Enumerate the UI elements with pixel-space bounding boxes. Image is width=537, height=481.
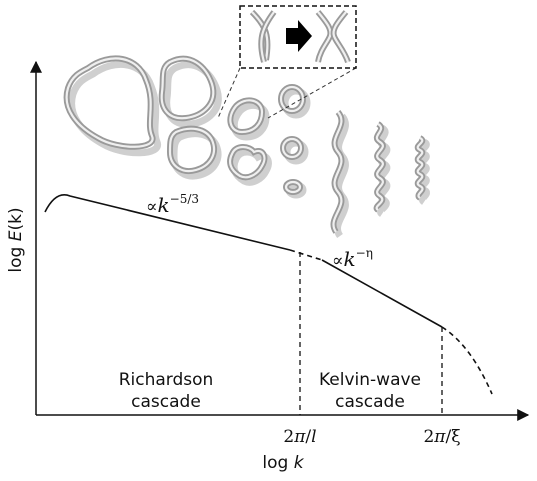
kelvin-wave-vortex-line [414,135,431,205]
richardson-region-label-line2: cascade [131,392,201,412]
kelvin-wave-vortex-line [330,110,349,239]
zoom-guide-line [267,67,357,119]
zoom-guide-line [217,67,241,119]
small-vortex-ring [283,179,307,199]
dissipation-dashed-tail [441,326,493,395]
kelvin-spectrum-curve [321,259,443,328]
richardson-region-label-line1: Richardson [119,370,214,390]
large-vortex-loop [158,55,222,128]
x-axis-label: log k [262,453,304,473]
right-arrow-icon [286,20,312,52]
small-vortex-ring [278,84,311,119]
medium-vortex-loop [166,125,222,180]
richardson-spectrum-curve [44,194,291,251]
kelvin-region-label-line1: Kelvin-wave [319,370,421,390]
richardson-slope-label: ∝k−5/3 [146,192,199,217]
small-vortex-ring [280,136,309,165]
reconnection-inset [239,5,357,69]
kelvin-slope-label: ∝k−η [332,246,373,271]
kelvin-wave-vortex-line [373,121,391,217]
x-tick-cutoff: 2π/ξ [423,427,460,447]
medium-vortex-loop [227,144,272,186]
vortex-illustrations [63,5,431,239]
large-vortex-loop [63,55,161,157]
medium-vortex-loop [227,97,270,141]
x-tick-crossover: 2π/l [283,427,316,447]
crossover-dashed-segment [289,249,323,261]
kelvin-region-label-line2: cascade [335,392,405,412]
y-axis-label: log E(k) [6,207,26,272]
